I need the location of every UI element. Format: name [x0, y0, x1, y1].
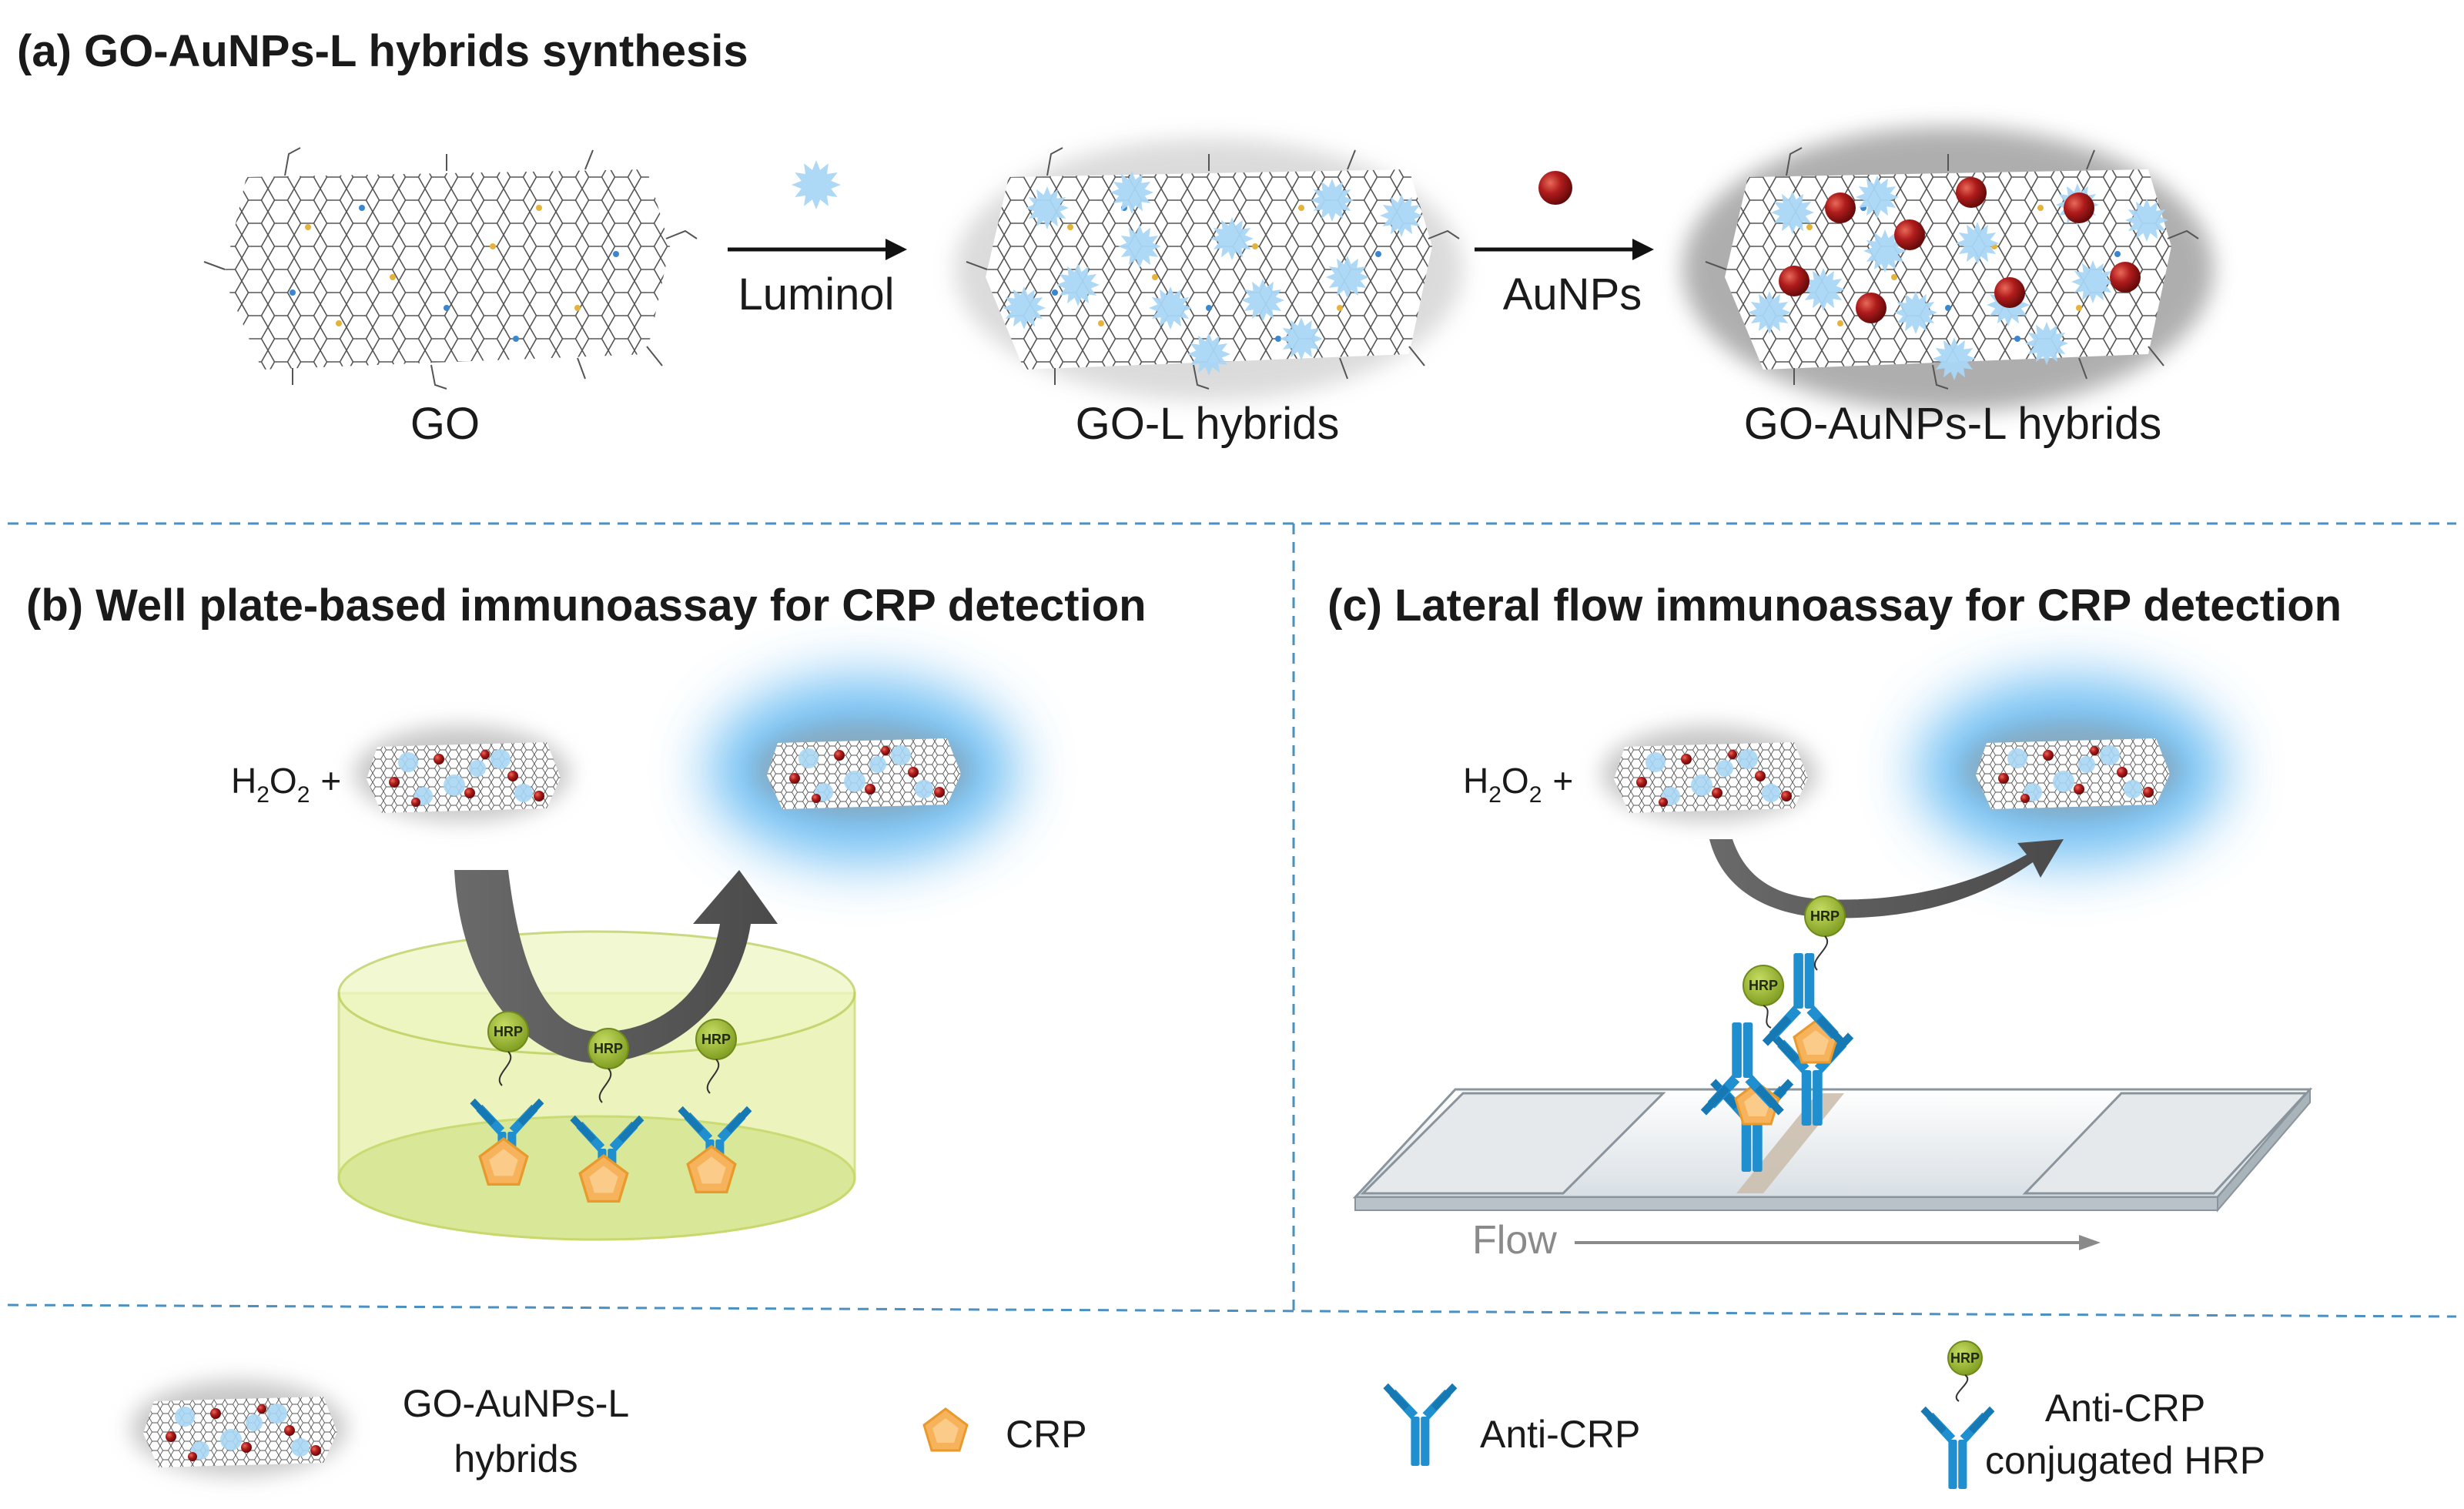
panel-c-hybrid-reactant — [1602, 726, 1817, 821]
hrp-label: HRP — [594, 1041, 623, 1056]
panel-a: (a) GO-AuNPs-L hybrids synthesis GO Lumi… — [17, 26, 2214, 449]
aunp-icon — [1538, 171, 1572, 205]
legend-hybrid-label-line2: hybrids — [454, 1437, 578, 1481]
luminol-molecule — [1380, 194, 1423, 237]
legend-conjugated-hrp-line2: conjugated HRP — [1985, 1439, 2265, 1482]
luminol-molecule — [1326, 256, 1369, 299]
synthesis-arrow-2 — [1475, 239, 1654, 260]
panel-c-title: (c) Lateral flow immunoassay for CRP det… — [1327, 581, 2342, 631]
luminol-molecule — [1241, 279, 1284, 322]
legend-crp-icon — [922, 1407, 969, 1452]
linker-chain — [706, 1059, 720, 1094]
gold-nanoparticle — [1956, 177, 1987, 208]
flow-label: Flow — [1472, 1218, 1557, 1263]
luminol-molecule — [1863, 229, 1907, 273]
lateral-flow-strip — [1352, 1087, 2313, 1213]
hrp-enzyme: HRP — [588, 1028, 629, 1069]
hrp-label: HRP — [494, 1024, 523, 1039]
legend-crp-label: CRP — [1006, 1413, 1087, 1456]
panel-b-reaction-arrow — [454, 870, 778, 1063]
luminol-molecule — [2071, 260, 2114, 303]
hrp-label: HRP — [701, 1032, 731, 1047]
luminol-molecule — [1280, 317, 1323, 360]
panel-b-glowing-hybrid — [708, 678, 1016, 862]
hrp-enzyme: HRP — [695, 1019, 737, 1060]
panel-c: (c) Lateral flow immunoassay for CRP det… — [1327, 581, 2342, 1263]
go-aunps-l-hybrids-label: GO-AuNPs-L hybrids — [1744, 399, 2162, 449]
luminol-star — [792, 160, 841, 209]
panel-b: (b) Well plate-based immunoassay for CRP… — [26, 581, 1147, 1241]
legend-anti-crp-icon — [1383, 1383, 1458, 1466]
aunps-label: AuNPs — [1503, 269, 1642, 320]
luminol-molecule — [2025, 322, 2068, 365]
linker-chain — [1814, 935, 1828, 971]
gold-nanoparticle — [1994, 277, 2025, 308]
luminol-molecule — [1026, 186, 1069, 229]
luminol-molecule — [1956, 222, 1999, 265]
luminol-molecule — [1056, 263, 1100, 306]
linker-chain — [1763, 1005, 1772, 1029]
linker-chain — [598, 1068, 612, 1103]
luminol-molecule — [1118, 225, 1161, 268]
linker-chain — [1955, 1374, 1969, 1402]
luminol-label: Luminol — [738, 269, 894, 320]
go-label: GO — [410, 399, 480, 449]
panel-a-title: (a) GO-AuNPs-L hybrids synthesis — [17, 26, 748, 76]
luminol-molecule — [1894, 291, 1937, 334]
luminol-molecule — [1149, 286, 1192, 330]
hrp-enzyme: HRP — [487, 1011, 529, 1052]
hrp-enzyme: HRP — [1804, 895, 1846, 937]
legend: GO-AuNPs-L hybrids CRP Anti-CRP HRP Anti… — [131, 1340, 2265, 1489]
legend-anti-crp-label: Anti-CRP — [1480, 1413, 1640, 1456]
luminol-molecule — [1933, 337, 1976, 380]
luminol-molecule — [2125, 199, 2168, 242]
go-l-hybrid-image — [955, 139, 1463, 400]
panel-b-h2o2-label: H2O2+ — [231, 761, 341, 808]
go-aunps-l-hybrid-image — [1682, 127, 2214, 412]
luminol-molecule — [1771, 191, 1814, 234]
legend-conjugated-hrp-line1: Anti-CRP — [2045, 1387, 2205, 1430]
dashed-dividers — [7, 522, 2457, 1318]
anti-crp-antibody — [1920, 1406, 1995, 1489]
go-sheet-image — [203, 147, 698, 390]
gold-nanoparticle — [1779, 266, 1810, 296]
luminol-star-icon — [792, 160, 841, 209]
flow-arrow — [1575, 1235, 2101, 1250]
luminol-molecule — [1311, 179, 1354, 222]
gold-nanoparticle — [1894, 219, 1925, 250]
gold-nanoparticle — [1856, 293, 1886, 323]
legend-hybrid-label-line1: GO-AuNPs-L — [403, 1382, 630, 1425]
gold-nanoparticle — [2110, 262, 2141, 293]
panel-c-glowing-hybrid — [1917, 678, 2225, 862]
panel-c-h2o2-label: H2O2+ — [1463, 761, 1573, 808]
luminol-molecule — [1802, 268, 1845, 311]
panel-c-reaction-arrow — [1709, 839, 2064, 918]
gold-nanoparticle — [2064, 192, 2094, 223]
hrp-label: HRP — [1749, 978, 1778, 993]
gold-nanoparticle — [1825, 192, 1856, 223]
luminol-molecule — [1187, 333, 1230, 376]
hrp-label: HRP — [1810, 908, 1840, 924]
go-l-hybrids-label: GO-L hybrids — [1076, 399, 1340, 449]
luminol-molecule — [1856, 176, 1899, 219]
hrp-enzyme: HRP — [1743, 965, 1784, 1006]
luminol-molecule — [1003, 286, 1046, 330]
luminol-molecule — [1210, 217, 1254, 260]
synthesis-arrow-1 — [728, 239, 907, 260]
panel-b-title: (b) Well plate-based immunoassay for CRP… — [26, 581, 1147, 631]
legend-hybrid-icon — [131, 1380, 346, 1476]
luminol-molecule — [1110, 171, 1153, 214]
linker-chain — [498, 1051, 512, 1086]
panel-b-hybrid-reactant — [354, 726, 570, 821]
legend-conjugated-hrp-icon: HRP — [1920, 1340, 1995, 1489]
luminol-molecule — [1748, 291, 1791, 334]
hrp-enzyme: HRP — [1947, 1340, 1983, 1376]
hrp-label: HRP — [1950, 1350, 1980, 1366]
